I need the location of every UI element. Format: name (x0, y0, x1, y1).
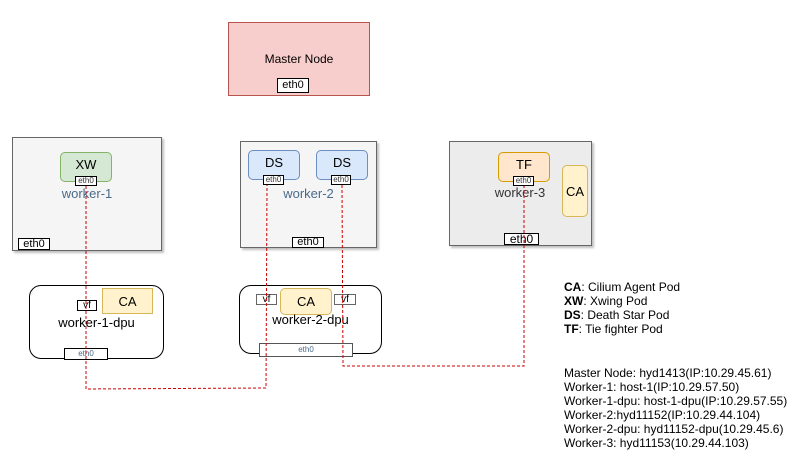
ca-pod-dpu-1: CA (102, 288, 153, 314)
link-ds-to-tf (341, 184, 525, 367)
legend-item: DS: Death Star Pod (564, 308, 670, 322)
legend-item: TF: Tie fighter Pod (564, 322, 663, 336)
legend-item: CA: Cilium Agent Pod (564, 280, 681, 294)
host-item: Worker-2:hyd11152(IP:10.29.44.104) (564, 408, 761, 422)
host-item: Worker-2-dpu: hyd11152-dpu(10.29.45.6) (564, 422, 784, 436)
legend: CA: Cilium Agent Pod XW: Xwing Pod DS: D… (564, 280, 680, 336)
ca-pod-dpu-2: CA (280, 288, 332, 315)
ds-1-eth0-port: eth0 (263, 175, 284, 185)
host-item: Worker-3: hyd11153(10.29.44.103) (564, 436, 749, 450)
host-item: Worker-1-dpu: host-1-dpu(IP:10.29.57.55) (564, 394, 788, 408)
worker-2-eth0-port: eth0 (292, 237, 324, 248)
worker-1-eth0-port: eth0 (18, 238, 50, 250)
xw-eth0-port: eth0 (75, 176, 97, 186)
dpu-2-vf-right-port: vf (334, 294, 356, 305)
worker-3-eth0-port: eth0 (504, 233, 539, 245)
worker-3-label: worker-3 (494, 185, 546, 200)
link-xw-to-ds (85, 184, 268, 390)
ds-2-eth0-port: eth0 (331, 175, 351, 185)
dpu-1-vf-port: vf (77, 300, 97, 311)
host-item: Worker-1: host-1(IP:10.29.57.50) (564, 380, 740, 394)
tf-eth0-port: eth0 (513, 176, 534, 186)
host-item: Master Node: hyd1413(IP:10.29.45.61) (564, 366, 772, 380)
worker-2-label: worker-2 (283, 186, 334, 201)
worker-1-dpu-label: worker-1-dpu (58, 315, 135, 330)
legend-item: XW: Xwing Pod (564, 294, 648, 308)
master-node-label: Master Node (264, 52, 334, 66)
master-eth0-port: eth0 (277, 78, 309, 93)
ca-pod-worker-3: CA (562, 165, 588, 217)
dpu-2-eth0-port: eth0 (259, 343, 353, 357)
worker-2-dpu-label: worker-2-dpu (272, 312, 349, 327)
host-list: Master Node: hyd1413(IP:10.29.45.61) Wor… (564, 366, 787, 450)
worker-1-node (12, 137, 162, 251)
worker-1-label: worker-1 (61, 186, 113, 201)
